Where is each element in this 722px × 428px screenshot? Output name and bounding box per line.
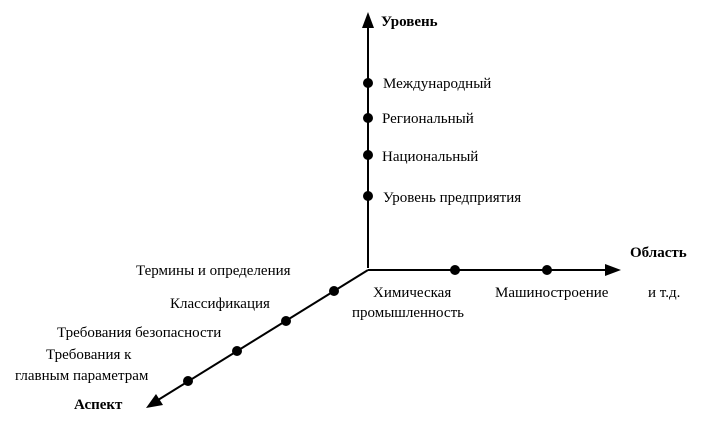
level-label-regional: Региональный [382,111,474,127]
vertical-axis-arrow [362,12,374,28]
aspect-label-main-params-line1: Требования к [46,347,132,363]
level-label-national: Национальный [382,149,478,165]
aspect-label-safety: Требования безопасности [57,325,221,341]
horizontal-axis-label: Область [630,245,687,261]
level-label-enterprise: Уровень предприятия [383,190,521,206]
diagonal-axis-arrow [146,394,163,408]
area-label-machine: Машиностроение [495,285,609,301]
level-point-international [363,78,373,88]
level-point-national [363,150,373,160]
area-label-chemical-line1: Химическая [373,285,451,301]
aspect-label-classification: Классификация [170,296,270,312]
level-label-international: Международный [383,76,491,92]
area-point-chemical [450,265,460,275]
area-label-chemical-line2: промышленность [352,305,464,321]
aspect-point-classification [329,286,339,296]
aspect-point-main-params [232,346,242,356]
vertical-axis-label: Уровень [381,14,438,30]
level-point-enterprise [363,191,373,201]
aspect-point-extra [183,376,193,386]
area-label-etc: и т.д. [648,285,680,301]
horizontal-axis-arrow [605,264,621,276]
aspect-label-terms: Термины и определения [136,263,291,279]
aspect-point-safety [281,316,291,326]
diagonal-axis-label: Аспект [74,397,123,413]
level-point-regional [363,113,373,123]
aspect-label-main-params-line2: главным параметрам [15,368,149,384]
area-point-machine [542,265,552,275]
